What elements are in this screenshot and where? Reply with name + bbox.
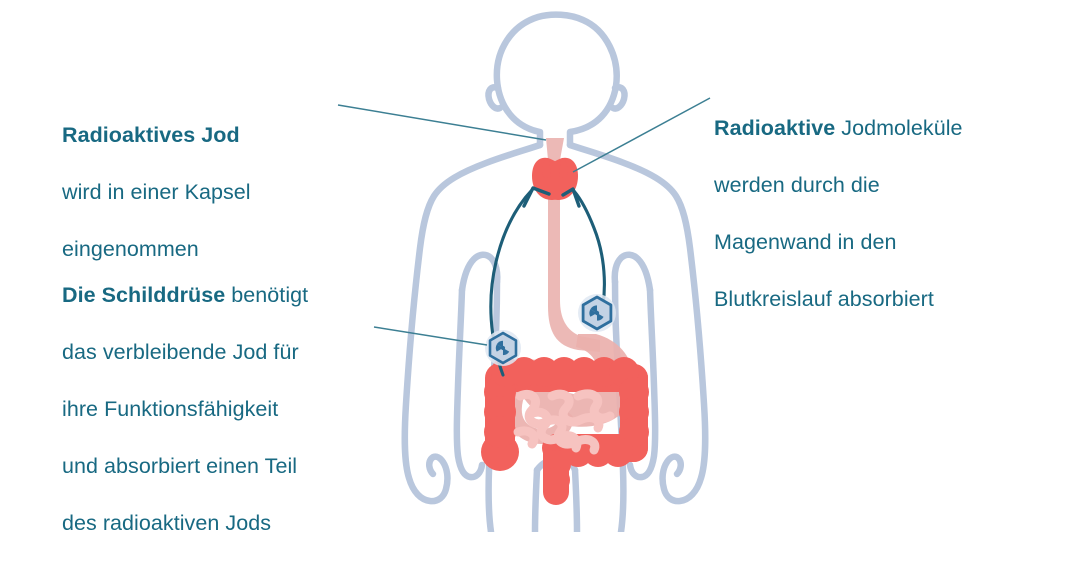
radiation-badge-right: [578, 294, 616, 332]
callout-thyroid-line1-rest: benötigt: [225, 282, 309, 307]
callout-radioactive-iodine-capsule: Radioaktives Jod wird in einer Kapsel ei…: [62, 92, 392, 292]
small-intestine: [513, 389, 615, 455]
leader-line-absorb: [572, 97, 711, 173]
callout-thyroid-line1-bold: Die Schilddrüse: [62, 282, 226, 307]
callout-capsule-line3: eingenommen: [62, 236, 199, 261]
radiation-trefoil-icon: [495, 340, 510, 356]
arm-right-outer: [566, 141, 709, 505]
leader-lines: [337, 97, 711, 346]
callout-thyroid-line3: ihre Funktionsfähigkeit: [62, 396, 279, 421]
callout-capsule-line2: wird in einer Kapsel: [62, 179, 251, 204]
callout-thyroid-line4: und absorbiert einen Teil: [62, 454, 298, 479]
colon-haustra: [484, 357, 649, 493]
radiation-badge-left: [485, 330, 521, 366]
callout-absorb-line1-bold: Radioaktive: [714, 115, 836, 140]
ear-left: [485, 84, 504, 112]
leader-line-capsule: [337, 104, 547, 141]
callout-capsule-line1: Radioaktives Jod: [62, 122, 240, 147]
callout-thyroid-uptake: Die Schilddrüse benötigt das verbleibend…: [62, 252, 402, 567]
diagram-stage: Radioaktives Jod wird in einer Kapsel ei…: [62, 11, 1044, 535]
radiation-trefoil-icon: [589, 305, 604, 321]
arm-right-inner: [626, 286, 659, 481]
callout-absorb-line2: werden durch die: [714, 172, 880, 197]
head-outline: [493, 11, 620, 149]
leg-left-inner: [531, 466, 541, 532]
torso-left-inner: [458, 251, 501, 294]
callout-absorb-line1: Radioaktive Jodmoleküle: [714, 114, 1044, 143]
torso-right-inner: [611, 251, 654, 294]
callout-absorb-line4: Blutkreislauf absorbiert: [714, 287, 934, 312]
arrowhead-left: [522, 186, 551, 208]
callout-absorb-line3: Magenwand in den: [714, 229, 897, 254]
arrowhead-right: [561, 187, 581, 208]
leader-line-thyroid: [373, 326, 488, 346]
callout-absorb-line1-rest: Jodmoleküle: [835, 115, 963, 140]
leg-right-inner: [571, 466, 581, 532]
ear-right: [609, 84, 628, 112]
arm-left-inner: [453, 286, 486, 481]
uptake-arrowheads: [522, 186, 581, 208]
callout-thyroid-line1: Die Schilddrüse benötigt: [62, 281, 402, 310]
callout-thyroid-line5: des radioaktiven Jods: [62, 511, 272, 536]
thyroid-gland: [532, 157, 578, 200]
callout-stomach-absorption: Radioaktive Jodmoleküle werden durch die…: [714, 85, 1044, 342]
callout-thyroid-line2: das verbleibende Jod für: [62, 339, 299, 364]
anatomy-illustration: [337, 11, 711, 532]
arm-left-outer: [401, 141, 544, 505]
human-body-outline: [401, 11, 709, 532]
